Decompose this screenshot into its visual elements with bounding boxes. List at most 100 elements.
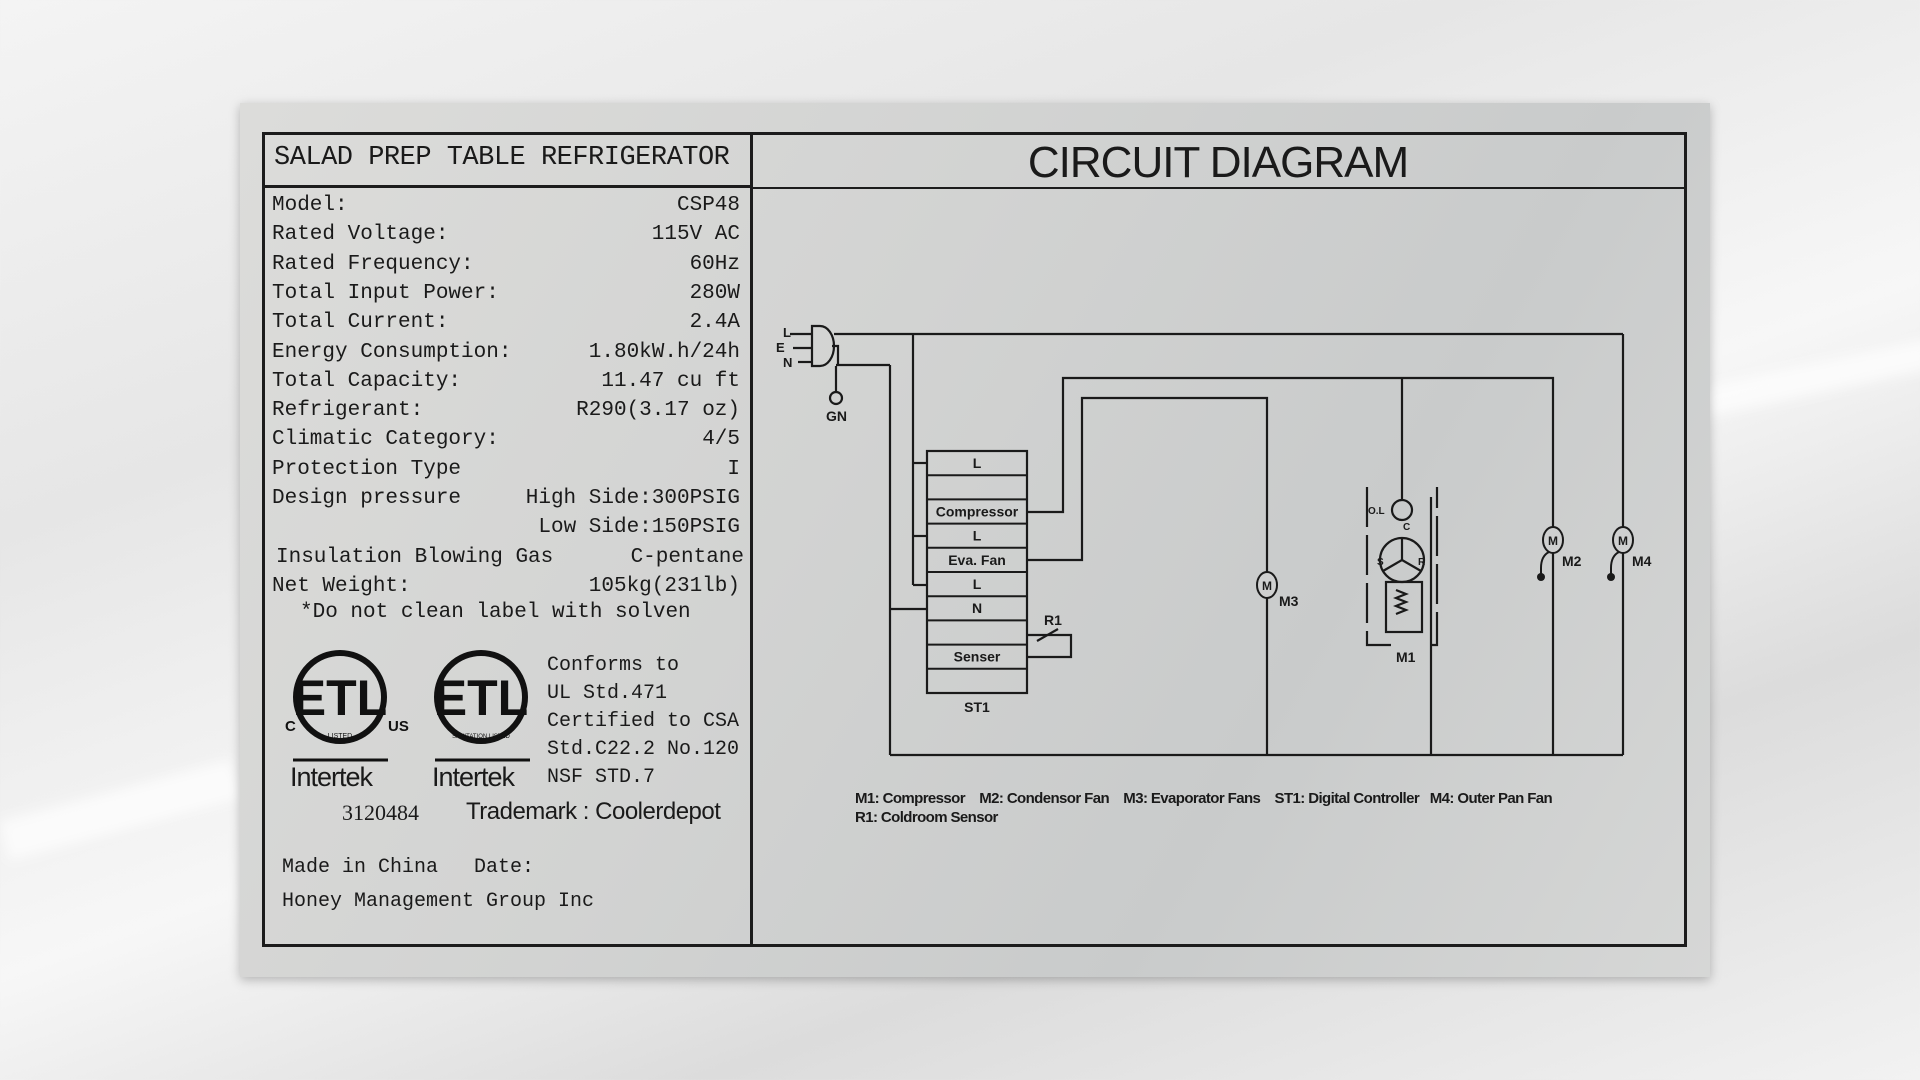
spec-label: Design pressure xyxy=(272,487,462,510)
etl-logo-text: ETL xyxy=(293,670,387,726)
r-label: R xyxy=(1418,557,1426,568)
ground-label: GN xyxy=(826,408,847,424)
spec-label: Rated Voltage: xyxy=(272,223,449,247)
st1-label: ST1 xyxy=(964,699,990,715)
spec-row: Model: CSP48 xyxy=(272,193,740,219)
c-label: C xyxy=(1403,522,1410,533)
spec-row: Insulation Blowing Gas C-pentane xyxy=(276,545,744,571)
spec-value: 280W xyxy=(689,281,740,305)
spec-label: Insulation Blowing Gas xyxy=(276,545,554,569)
motor-m2: M M2 xyxy=(1537,526,1582,581)
spec-label: Climatic Category: xyxy=(272,428,499,452)
st1-terminal-label: L xyxy=(973,528,982,544)
conformity-line: UL Std.471 xyxy=(547,682,668,705)
etl-logos: ETL LISTED C US ETL SANITATION LISTED xyxy=(285,650,530,762)
spec-value: High Side:300PSIG xyxy=(525,487,740,510)
conformity-line: Std.C22.2 No.120 xyxy=(547,738,740,761)
motor-m4: M M4 xyxy=(1607,526,1652,581)
circuit-title: CIRCUIT DIAGRAM xyxy=(1027,138,1409,187)
plug-l-label: L xyxy=(783,325,791,340)
header-divider-left xyxy=(262,185,752,188)
spec-row: Total Capacity:11.47 cu ft xyxy=(272,369,740,395)
spec-value: R290(3.17 oz) xyxy=(576,399,740,423)
label-border xyxy=(262,132,1687,947)
r1-label: R1 xyxy=(1044,612,1062,628)
motor-label: M xyxy=(1548,534,1558,548)
plug-icon xyxy=(810,324,836,368)
origin-date: Made in China Date: xyxy=(282,856,535,879)
spec-row: Total Input Power: 280W xyxy=(272,281,740,307)
spec-row: Refrigerant: R290(3.17 oz) xyxy=(272,398,740,424)
spec-label: Total Capacity: xyxy=(272,369,462,393)
spec-value: 4/5 xyxy=(702,428,740,452)
conformity-line: NSF STD.7 xyxy=(547,766,656,789)
cleaning-note: *Do not clean label with solven xyxy=(300,601,691,624)
spec-row: Net Weight: 105kg(231lb) xyxy=(272,574,740,600)
circuit-legend-line2: R1: Coldroom Sensor xyxy=(855,809,998,826)
control-number: 3120484 xyxy=(342,800,419,825)
etl-logo-us: US xyxy=(388,718,409,735)
intertek-brand-2: Intertek xyxy=(432,762,515,792)
spec-label: Refrigerant: xyxy=(272,399,424,423)
spec-label: Protection Type xyxy=(272,457,462,481)
plug-n-label: N xyxy=(783,355,792,370)
motor-m3: M M3 xyxy=(1256,571,1299,609)
spec-value: 105kg(231lb) xyxy=(588,574,740,598)
circuit-legend-line1: M1: Compressor M2: Condensor Fan M3: Eva… xyxy=(855,790,1553,807)
motor-label: M xyxy=(1618,534,1628,548)
spec-row: Total Current: 2.4A xyxy=(272,310,740,336)
m4-label: M4 xyxy=(1632,553,1652,569)
etl-logo-text: ETL xyxy=(434,670,528,726)
m2-label: M2 xyxy=(1562,553,1582,569)
st1-terminal-label: Eva. Fan xyxy=(948,552,1006,568)
circuit-wires xyxy=(790,324,1625,757)
spec-label: Model: xyxy=(272,194,348,217)
trademark: Trademark : Coolerdepot xyxy=(466,798,721,825)
column-divider xyxy=(750,132,753,944)
spec-row: Climatic Category: 4/5 xyxy=(272,427,740,453)
st1-terminal-label: Compressor xyxy=(936,503,1019,519)
st1-dividers xyxy=(927,474,1027,670)
spec-label: Net Weight: xyxy=(272,574,411,598)
st1-terminal-label: N xyxy=(972,600,982,616)
spec-value: 60Hz xyxy=(689,252,740,276)
st1-terminal-label: L xyxy=(973,455,982,471)
spec-row: Protection Type I xyxy=(272,457,740,483)
intertek-brand-1: Intertek xyxy=(290,762,373,792)
st1-terminal-label: L xyxy=(973,576,982,592)
product-title: SALAD PREP TABLE REFRIGERATOR xyxy=(274,143,730,173)
spec-value: 115V AC xyxy=(651,223,740,247)
st1-terminal-label: Senser xyxy=(954,649,1001,665)
product-label xyxy=(240,103,1710,977)
company-name: Honey Management Group Inc xyxy=(282,890,595,913)
spec-value: CSP48 xyxy=(676,194,740,217)
ol-label: O.L xyxy=(1368,506,1385,517)
spec-label: Rated Frequency: xyxy=(272,252,474,276)
spec-row: Low Side:150PSIG xyxy=(272,515,740,541)
conformity-line: Conforms to xyxy=(547,654,680,677)
plug-e-label: E xyxy=(776,340,785,355)
spec-value: C-pentane xyxy=(630,545,744,569)
etl-logo-sub: SANITATION LISTED xyxy=(452,734,510,740)
s-label: S xyxy=(1377,557,1384,568)
conformity-line: Certified to CSA xyxy=(547,710,740,733)
spec-label: Total Current: xyxy=(272,311,449,335)
spec-row: Design pressure High Side:300PSIG xyxy=(272,486,740,512)
spec-row: Rated Voltage: 115V AC xyxy=(272,222,740,248)
m1-label: M1 xyxy=(1396,649,1416,665)
spec-label: Total Input Power: xyxy=(272,281,499,305)
spec-value: Low Side:150PSIG xyxy=(538,516,740,540)
spec-value: 2.4A xyxy=(689,311,740,335)
m3-label: M3 xyxy=(1279,593,1299,609)
spec-row: Rated Frequency: 60Hz xyxy=(272,252,740,278)
etl-sanitation-logo: ETL SANITATION LISTED xyxy=(434,650,530,762)
etl-listed-logo: ETL LISTED C US xyxy=(285,650,409,762)
header-divider-right xyxy=(752,187,1684,189)
spec-row: Energy Consumption:1.80kW.h/24h xyxy=(272,340,740,366)
spec-value: I xyxy=(727,457,740,481)
ground-icon xyxy=(828,390,844,406)
spec-label: Energy Consumption: xyxy=(272,340,512,364)
etl-logo-c: C xyxy=(285,718,296,735)
